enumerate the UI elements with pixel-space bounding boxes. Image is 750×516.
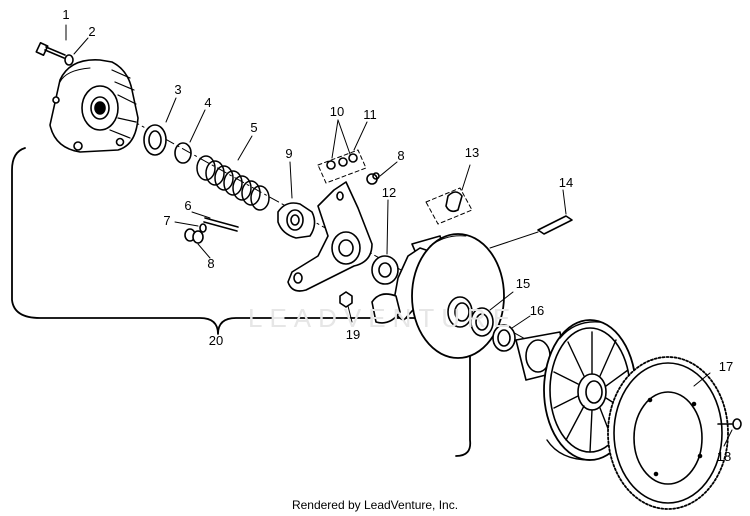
- ring-part-3: [143, 124, 167, 156]
- callout-9: 9: [285, 146, 293, 161]
- washer-part-12: [371, 255, 399, 285]
- spider-arm: [287, 181, 373, 292]
- callout-15: 15: [515, 276, 531, 291]
- roller-block-part-9: [277, 202, 316, 239]
- callout-19: 19: [345, 327, 361, 342]
- parts-10-11-set: [317, 149, 367, 184]
- callout-13: 13: [464, 145, 480, 160]
- cover-plate: [49, 59, 139, 153]
- pin-part-6: [203, 217, 239, 232]
- part-13: [425, 187, 473, 225]
- callout-20: 20: [208, 333, 224, 348]
- roller-part-8-upper: [366, 172, 380, 185]
- callout-5: 5: [250, 120, 258, 135]
- callout-14: 14: [558, 175, 574, 190]
- callout-18: 18: [716, 449, 732, 464]
- washer-part-2: [64, 54, 74, 66]
- footer-credit: Rendered by LeadVenture, Inc.: [291, 498, 459, 512]
- bolt-part-1: [35, 41, 66, 59]
- assembly-bracket: [11, 147, 472, 457]
- screw-part-18: [717, 418, 742, 430]
- nut-part-19: [339, 291, 353, 308]
- callout-12: 12: [381, 185, 397, 200]
- leader-lines: [65, 24, 733, 447]
- moveable-sheave: [371, 233, 505, 359]
- callout-11: 11: [363, 107, 377, 122]
- callout-17: 17: [718, 359, 734, 374]
- callout-8-lower: 8: [207, 256, 215, 271]
- callout-4: 4: [204, 95, 212, 110]
- ring-gear-part-17: [607, 356, 729, 510]
- roller-part-8-lower: [184, 228, 204, 244]
- spring-part-5: [196, 155, 270, 211]
- callout-10: 10: [329, 104, 345, 119]
- callout-8-upper: 8: [397, 148, 405, 163]
- fixed-sheave: [515, 319, 637, 461]
- ring-part-16: [492, 324, 516, 352]
- callout-1: 1: [62, 7, 70, 22]
- callout-16: 16: [529, 303, 545, 318]
- callout-3: 3: [174, 82, 182, 97]
- callout-6: 6: [184, 198, 192, 213]
- callout-7: 7: [163, 213, 171, 228]
- pin-part-7: [199, 223, 207, 233]
- ring-part-15: [470, 307, 494, 337]
- snap-ring-part-4: [174, 142, 192, 164]
- pin-part-14: [489, 215, 573, 249]
- watermark: LEADVENTURE: [248, 303, 518, 333]
- callout-2: 2: [88, 24, 96, 39]
